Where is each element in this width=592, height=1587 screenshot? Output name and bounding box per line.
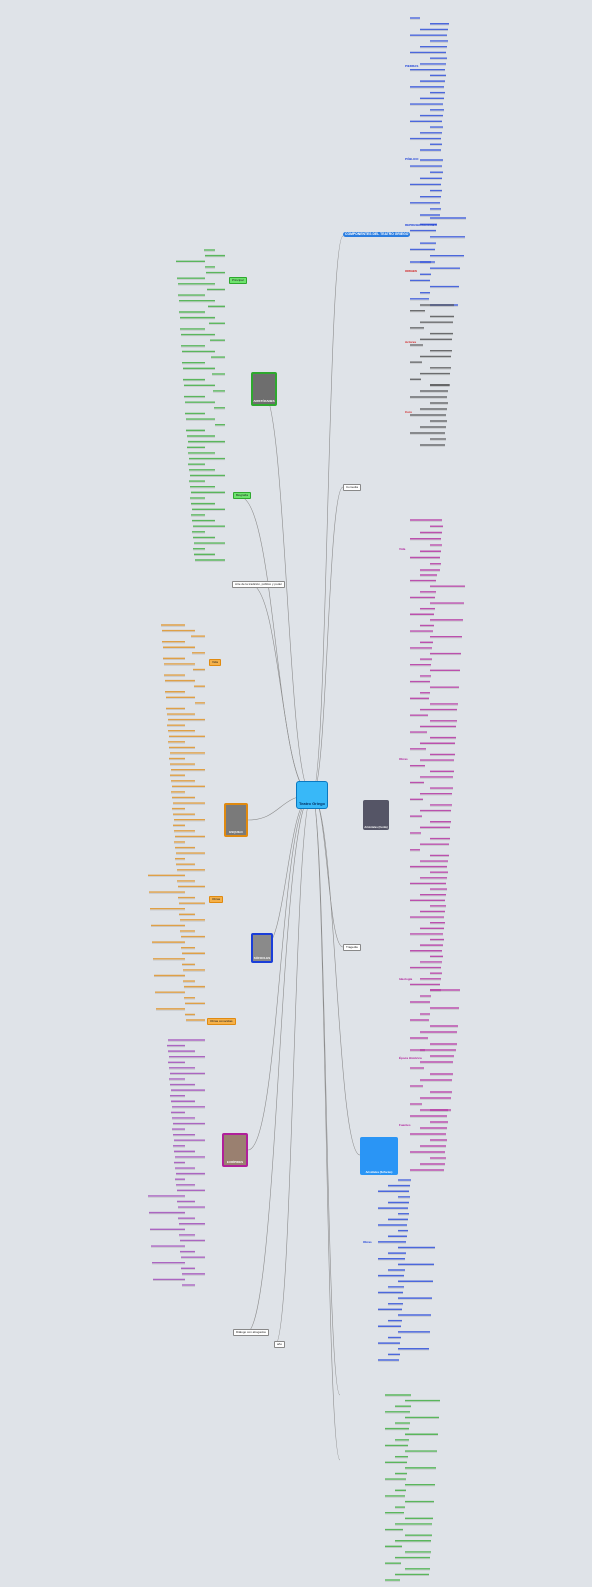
components-header[interactable]: COMPONENTES DEL TEATRO GRIEGO [343, 232, 411, 238]
tragedia-node[interactable]: Tragedia [343, 944, 361, 951]
branch-coro[interactable]: Coro [405, 410, 412, 414]
sofocles-right-image[interactable]: Aristóteles (Sófocles) [360, 1137, 398, 1175]
esquilo-label: ESQUILO [229, 830, 243, 834]
euripides-label: EURÍPIDES [226, 1160, 244, 1164]
dialogo-node[interactable]: Diálogo con abogados [233, 1329, 269, 1336]
anio-node[interactable]: año [274, 1341, 286, 1348]
trunk-link-3 [311, 794, 361, 1156]
trunk-link-1 [311, 486, 344, 796]
aristoteles-image[interactable]: Aristóteles (Cerda) [363, 800, 389, 830]
branch-representaciones[interactable]: REPRESENTACIONES [405, 223, 437, 227]
trunk-link-7 [261, 389, 313, 796]
branch-publico[interactable]: PÚBLICO [405, 157, 419, 161]
aristofanes-image[interactable]: ARISTÓFANES [251, 372, 277, 406]
aristoteles-label: Aristóteles (Cerda) [364, 826, 388, 829]
right-epoca[interactable]: Época Histórica [399, 1056, 422, 1060]
aristofanes-label: ARISTÓFANES [253, 399, 275, 403]
trunk-link-13 [249, 583, 313, 796]
trunk-link-6 [261, 794, 313, 951]
branch-origen[interactable]: ORIGEN [405, 269, 417, 273]
esquilo-conocidas[interactable]: Obras conocidas [207, 1018, 236, 1025]
comedia-node[interactable]: Comedia [343, 484, 362, 491]
trunk-link-4 [247, 794, 313, 1151]
trunk-link-9 [245, 794, 313, 1334]
esquilo-vida[interactable]: Vida [209, 659, 221, 666]
trunk-link-12 [311, 794, 341, 1461]
right-obras2[interactable]: Obras [363, 1240, 372, 1244]
esquilo-image[interactable]: ESQUILO [224, 803, 248, 837]
trunk-link-11 [311, 794, 341, 1396]
teatro-nota-node[interactable]: Arte de la tradición, público y poder [232, 581, 286, 588]
sofocles-image[interactable]: SÓFOCLES [251, 933, 273, 963]
components-header-label: COMPONENTES DEL TEATRO GRIEGO [345, 232, 409, 236]
left-branch-2[interactable]: Biografía [233, 492, 252, 499]
euripides-image[interactable]: EURÍPIDES [222, 1133, 248, 1167]
sofocles-label: SÓFOCLES [253, 956, 271, 960]
right-fuentes[interactable]: Fuentes [399, 1123, 411, 1127]
trunk-link-8 [239, 496, 313, 796]
right-vida[interactable]: Vida [399, 547, 406, 551]
right-obras[interactable]: Obras [399, 757, 408, 761]
esquilo-obras[interactable]: Obras [209, 896, 224, 903]
left-branch-1[interactable]: Principal [229, 277, 247, 284]
trunk-link-10 [274, 794, 313, 1346]
central-topic[interactable]: Teatro Griego [296, 781, 328, 809]
sofocles-right-label: Aristóteles (Sófocles) [365, 1171, 393, 1174]
trunk-link-2 [311, 794, 344, 948]
right-ideologia[interactable]: Ideología [399, 977, 413, 981]
central-topic-label: Teatro Griego [299, 801, 325, 806]
branch-actores[interactable]: Actores [405, 340, 417, 344]
trunk-link-0 [311, 235, 344, 796]
branch-piedras[interactable]: PIEDRAS [405, 64, 419, 68]
